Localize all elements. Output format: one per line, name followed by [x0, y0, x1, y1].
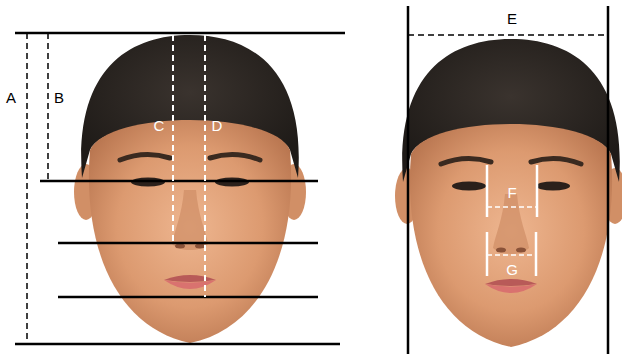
top-line [15, 32, 345, 35]
right-bound [607, 6, 610, 354]
measure-letter: E [507, 11, 517, 26]
measure-f [487, 206, 537, 208]
measure-letter: A [6, 90, 16, 105]
measure-a [26, 33, 28, 344]
eye-line [40, 180, 318, 183]
g-left [486, 232, 489, 276]
g-right [535, 232, 538, 276]
nose-line [58, 242, 318, 245]
measure-c [172, 35, 174, 243]
f-right [536, 165, 539, 217]
measure-g [487, 254, 536, 256]
measure-e [408, 34, 608, 36]
measure-d [204, 35, 206, 297]
right-face [395, 39, 622, 347]
mouth-line [58, 296, 318, 299]
f-left [486, 165, 489, 217]
measure-letter: B [54, 90, 64, 105]
measure-letter: G [506, 262, 518, 277]
measure-letter: F [507, 185, 516, 200]
measure-letter: C [154, 118, 165, 133]
left-bound [407, 6, 410, 354]
chin-line [15, 343, 340, 346]
measure-letter: D [212, 118, 223, 133]
measure-b [47, 33, 49, 181]
